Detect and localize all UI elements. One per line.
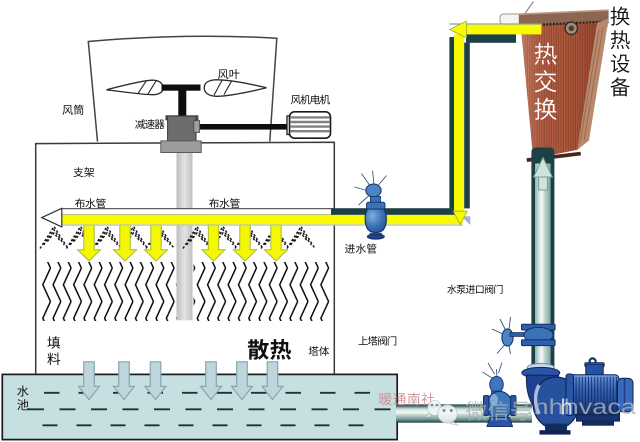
svg-text::nhhvaca: :nhhvaca (526, 396, 636, 419)
svg-text:h: h (561, 395, 573, 420)
